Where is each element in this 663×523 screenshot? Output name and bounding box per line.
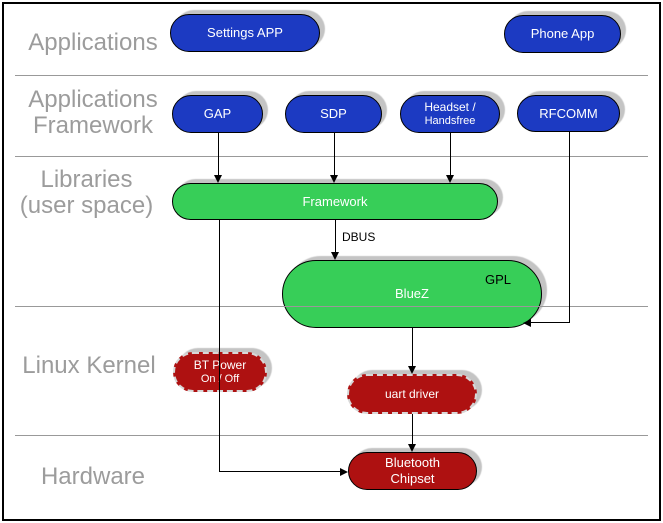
- node-label: Settings APP: [207, 25, 283, 41]
- node-headset-handsfree: Headset / Handsfree: [400, 95, 500, 133]
- node-bluetooth-chipset: Bluetooth Chipset: [348, 452, 477, 490]
- arrowhead-down-icon: [214, 175, 222, 183]
- node-bluez: BlueZ GPL: [282, 260, 542, 328]
- node-label: SDP: [320, 106, 347, 122]
- node-framework: Framework: [172, 183, 498, 220]
- arrowhead-left-icon: [523, 319, 531, 327]
- node-sdp: SDP: [285, 95, 382, 133]
- arrowhead-down-icon: [330, 175, 338, 183]
- layer-label-hardware: Hardware: [40, 463, 146, 490]
- node-label: Phone App: [530, 26, 595, 42]
- gpl-license-tag: GPL: [484, 272, 511, 287]
- arrowhead-down-icon: [408, 366, 416, 374]
- layer-divider: [15, 435, 648, 436]
- layer-label-applications-framework: Applications Framework: [28, 86, 158, 140]
- node-label: RFCOMM: [539, 105, 598, 121]
- node-label-line2: On / Off: [200, 372, 240, 385]
- node-label-line2: Chipset: [390, 471, 435, 486]
- arrowhead-right-icon: [340, 468, 348, 476]
- connector-headset-framework: [450, 133, 451, 176]
- node-label: BlueZ: [395, 286, 429, 302]
- node-phone-app: Phone App: [504, 15, 621, 53]
- edge-label-dbus: DBUS: [342, 230, 376, 244]
- layer-label-libraries-user-space: Libraries (user space): [19, 166, 154, 220]
- layer-label-applications: Applications: [28, 29, 158, 56]
- connector-gap-framework: [218, 133, 219, 176]
- layer-divider: [15, 156, 648, 157]
- arrowhead-down-icon: [446, 175, 454, 183]
- connector-framework-chipset: [219, 220, 220, 472]
- connector-rfcomm-bluez: [530, 322, 570, 323]
- connector-framework-bluez: [335, 220, 336, 253]
- node-settings-app: Settings APP: [170, 14, 320, 52]
- arrowhead-down-icon: [331, 252, 339, 260]
- node-label-line2: Handsfree: [424, 114, 476, 127]
- connector-uart-chipset: [412, 414, 413, 445]
- node-label: uart driver: [384, 386, 440, 401]
- connector-bluez-uart: [412, 328, 413, 367]
- node-label: GAP: [203, 106, 232, 122]
- node-bt-power-on-off: BT Power On / Off: [173, 352, 267, 392]
- layer-label-linux-kernel: Linux Kernel: [22, 352, 156, 379]
- connector-framework-chipset: [219, 471, 341, 472]
- layer-divider: [15, 306, 648, 307]
- arrowhead-down-icon: [408, 444, 416, 452]
- layer-divider: [15, 75, 648, 76]
- node-uart-driver: uart driver: [347, 374, 477, 414]
- node-label: BT Power: [193, 358, 247, 373]
- node-label: Bluetooth: [385, 455, 440, 471]
- node-label: Framework: [302, 193, 368, 209]
- connector-rfcomm-bluez: [569, 132, 570, 323]
- node-gap: GAP: [172, 95, 263, 133]
- node-label: Headset /: [424, 100, 476, 115]
- connector-sdp-framework: [334, 133, 335, 176]
- node-rfcomm: RFCOMM: [517, 95, 620, 132]
